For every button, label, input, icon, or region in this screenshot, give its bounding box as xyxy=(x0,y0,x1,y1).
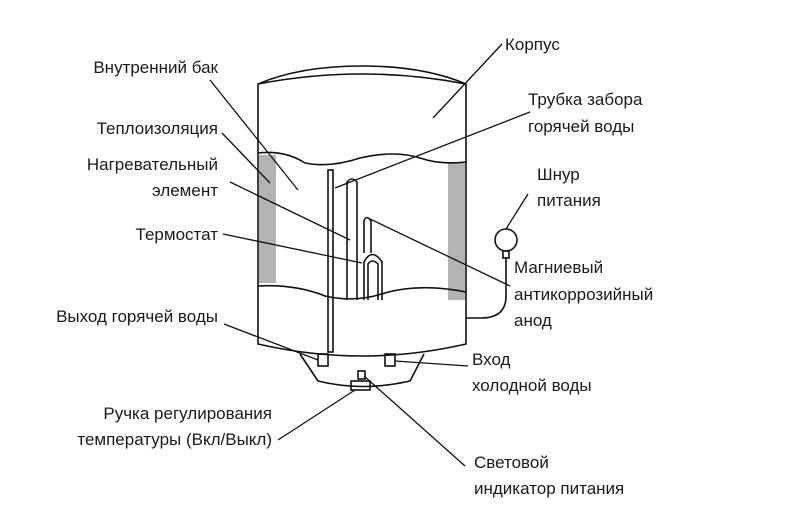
inner-tank-top xyxy=(257,151,467,166)
heater-body xyxy=(257,65,467,388)
thermostat-loop xyxy=(363,253,383,300)
label-cord-line1: Шнур xyxy=(537,165,580,184)
label-indicator-line1: Световой xyxy=(474,453,549,472)
leader-indicator xyxy=(363,375,466,467)
leader-inner-tank xyxy=(209,79,299,191)
label-knob-line1: Ручка регулирования xyxy=(103,404,272,423)
labels: Корпус Внутренний бак Теплоизоляция Нагр… xyxy=(56,35,653,498)
label-cold-in-line2: холодной воды xyxy=(472,376,592,395)
label-heater-line2: элемент xyxy=(152,181,218,200)
power-indicator-light xyxy=(357,370,366,380)
temperature-knob xyxy=(350,380,371,391)
label-anode-line3: анод xyxy=(514,311,552,330)
label-indicator-line2: индикатор питания xyxy=(474,479,624,498)
leader-hot-out xyxy=(223,323,319,361)
plug-icon xyxy=(494,228,518,252)
leader-cold-in xyxy=(394,360,469,367)
leader-anode xyxy=(367,217,511,287)
bottom-cap xyxy=(299,353,425,388)
leader-heater xyxy=(229,181,351,241)
label-hot-out: Выход горячей воды xyxy=(56,307,218,326)
label-korpus: Корпус xyxy=(505,35,560,54)
internal-parts xyxy=(327,169,383,353)
inner-tank-bottom xyxy=(257,284,467,300)
cold-water-inlet-pipe xyxy=(384,353,396,367)
heating-element-shape xyxy=(346,178,358,300)
leader-knob xyxy=(277,389,356,441)
hot-water-tube xyxy=(327,169,334,353)
leader-tube xyxy=(334,111,531,189)
label-inner-tank: Внутренний бак xyxy=(93,58,218,77)
leader-cord xyxy=(505,193,529,230)
label-heater-line1: Нагревательный xyxy=(87,155,218,174)
label-knob-line2: температуры (Вкл/Выкл) xyxy=(77,430,272,449)
label-insulation: Теплоизоляция xyxy=(97,119,218,138)
label-thermostat: Термостат xyxy=(136,225,219,244)
magnesium-anode xyxy=(363,216,372,253)
label-anode-line2: антикоррозийный xyxy=(514,285,653,304)
leader-thermostat xyxy=(222,233,363,264)
hot-water-outlet-pipe xyxy=(317,353,329,367)
label-anode-line1: Магниевый xyxy=(514,258,603,277)
tank-casing xyxy=(257,73,467,357)
label-tube-line1: Трубка забора xyxy=(528,90,643,109)
leader-insulation xyxy=(221,132,271,184)
label-cold-in-line1: Вход xyxy=(472,350,511,369)
plug-neck xyxy=(502,250,510,259)
label-tube-line2: горячей воды xyxy=(528,117,634,136)
leader-korpus xyxy=(432,43,503,119)
tank-top-cap xyxy=(257,65,467,85)
insulation-left xyxy=(259,155,276,283)
leader-lines xyxy=(209,43,531,467)
label-cord-line2: питания xyxy=(537,191,601,210)
insulation-right xyxy=(448,162,465,300)
power-cord xyxy=(466,257,507,319)
